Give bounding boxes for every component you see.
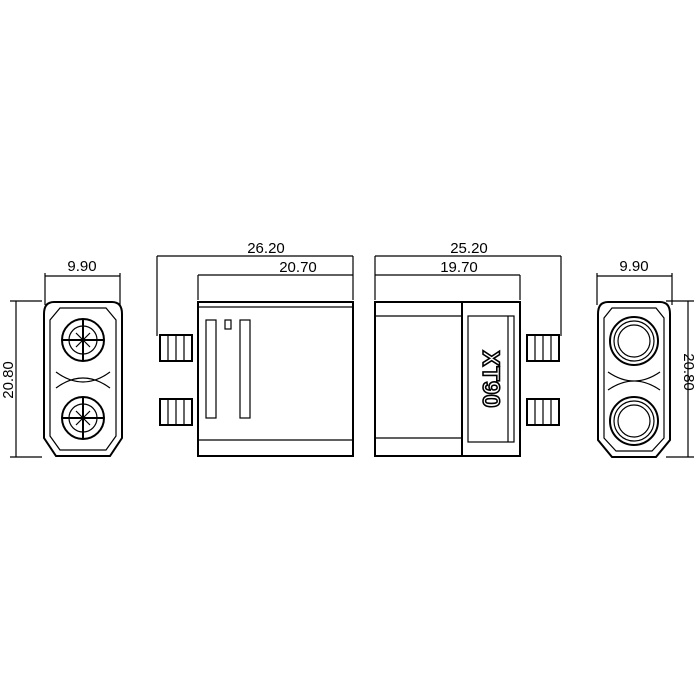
- male-overall-label: 25.20: [450, 240, 488, 257]
- right-height-dimension: 20.80: [666, 300, 697, 458]
- male-collar-inner: [467, 315, 515, 443]
- female-side-view: 26.20 20.70: [156, 240, 354, 457]
- left-divider-web: [55, 371, 111, 389]
- left-height-label: 20.80: [0, 361, 17, 399]
- female-slot-right: [239, 319, 251, 419]
- male-body-label: 19.70: [440, 259, 478, 276]
- right-upper-pin-icon: [609, 316, 659, 366]
- left-upper-socket-icon: [61, 318, 105, 362]
- left-width-label: 9.90: [67, 258, 96, 275]
- right-divider-web: [607, 371, 661, 391]
- female-housing-body: [197, 301, 354, 457]
- left-housing-outline: [43, 301, 123, 457]
- right-end-view: 9.90 20.80: [596, 258, 697, 458]
- right-height-label: 20.80: [680, 353, 697, 391]
- female-slot-left: [205, 319, 217, 419]
- female-overall-label: 26.20: [247, 240, 285, 257]
- male-body-dimension: 19.70: [375, 259, 521, 300]
- left-inner-outline: [49, 307, 117, 451]
- female-overall-dimension: 26.20: [156, 240, 354, 336]
- right-inner-outline: [603, 307, 665, 452]
- right-width-dimension: 9.90: [596, 258, 673, 305]
- left-width-dimension: 9.90: [44, 258, 121, 305]
- left-height-dimension: 20.80: [0, 300, 42, 458]
- male-side-view: 25.20 19.70 XT90: [374, 240, 562, 457]
- right-width-label: 9.90: [619, 258, 648, 275]
- female-slot-small: [224, 319, 232, 330]
- left-end-view: 9.90 20.80: [0, 258, 123, 458]
- female-body-label: 20.70: [279, 259, 317, 276]
- male-upper-pin: [526, 334, 560, 362]
- left-lower-socket-icon: [61, 396, 105, 440]
- female-upper-pin: [159, 334, 193, 362]
- male-marking: XT90: [477, 350, 504, 407]
- right-lower-pin-icon: [609, 396, 659, 446]
- right-housing-outline: [597, 301, 671, 458]
- male-overall-dimension: 25.20: [374, 240, 562, 336]
- male-collar: [461, 301, 521, 457]
- male-lower-pin: [526, 398, 560, 426]
- female-body-dimension: 20.70: [197, 259, 353, 300]
- female-lower-pin: [159, 398, 193, 426]
